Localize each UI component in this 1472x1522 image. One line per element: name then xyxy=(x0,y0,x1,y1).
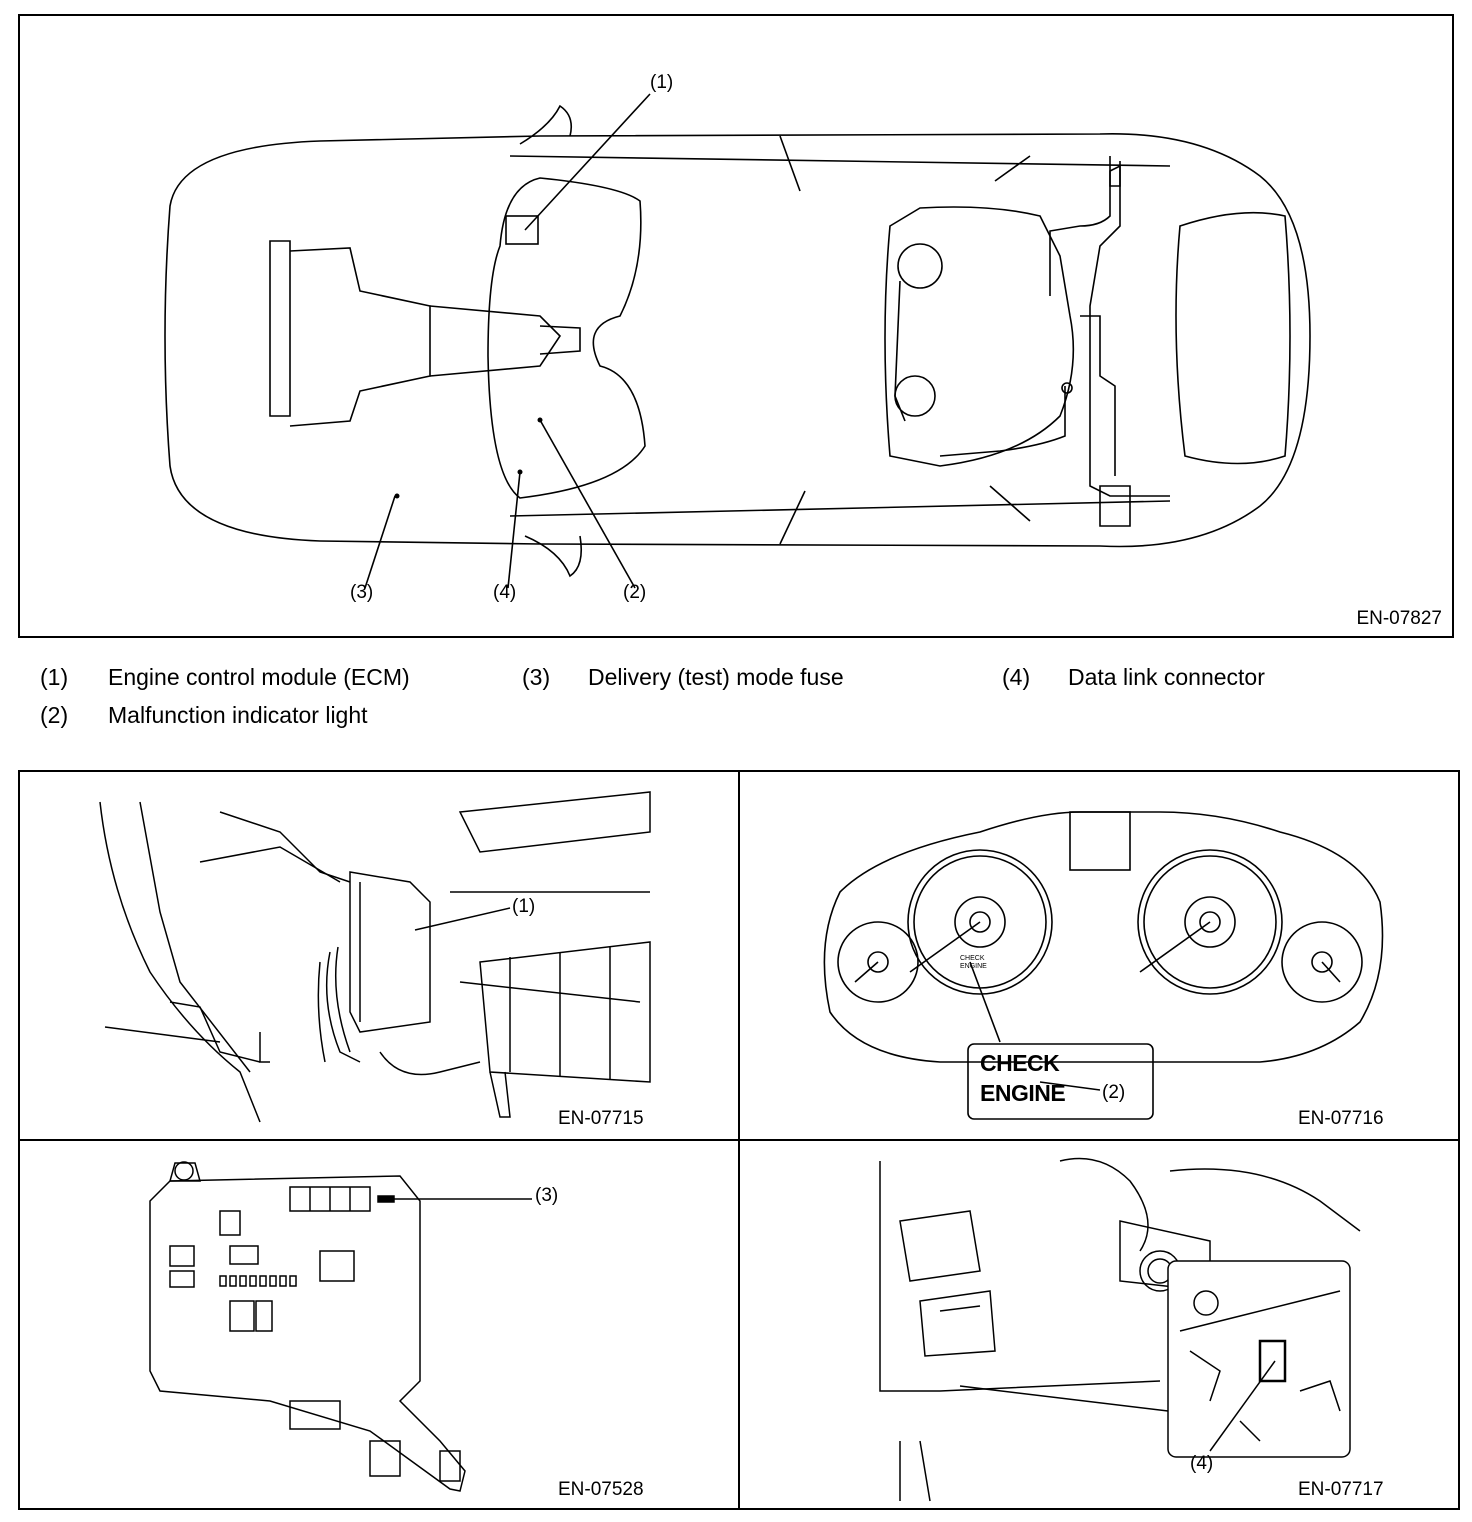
detail-views-grid: (1) EN-07715 xyxy=(18,770,1460,1510)
vehicle-overview-panel: (1) (3) (4) (2) EN-07827 xyxy=(18,14,1454,638)
callout-1-label: (1) xyxy=(650,72,674,93)
data-link-connector-drawing xyxy=(879,1157,1361,1502)
cluster-detail-panel: CHECK ENGINE CHECK ENGINE (2) EN-07716 xyxy=(740,772,1460,1139)
combination-meter-drawing: CHECK ENGINE xyxy=(823,811,1384,1120)
overview-figure-code: EN-07827 xyxy=(1356,608,1442,629)
callout-3-label: (3) xyxy=(350,582,374,603)
callout-4-label: (4) xyxy=(493,582,517,603)
cluster-figure-code: EN-07716 xyxy=(1298,1108,1384,1129)
vehicle-top-view-drawing xyxy=(164,93,1311,589)
legend-text-mil: Malfunction indicator light xyxy=(108,702,368,728)
fusebox-figure-code: EN-07528 xyxy=(558,1479,644,1500)
dlc-callout: (4) xyxy=(1190,1453,1214,1474)
check-engine-lamp-line2: ENGINE xyxy=(980,1080,1066,1106)
legend-num-2: (2) xyxy=(40,702,69,728)
dlc-location-dot xyxy=(517,469,523,475)
fuse-box-drawing xyxy=(149,1161,532,1492)
fusebox-detail-panel: (3) EN-07528 xyxy=(20,1141,738,1510)
legend: (1) Engine control module (ECM) (2) Malf… xyxy=(0,660,1472,740)
legend-text-dlc: Data link connector xyxy=(1068,664,1265,690)
check-engine-lamp-line1: CHECK xyxy=(980,1050,1060,1076)
ecm-detail-panel: (1) EN-07715 xyxy=(20,772,738,1139)
mil-location-dot xyxy=(537,417,543,423)
ecm-figure-code: EN-07715 xyxy=(558,1108,644,1129)
fuse-callout: (3) xyxy=(535,1185,559,1206)
fuse-location-dot xyxy=(394,493,400,499)
legend-num-4: (4) xyxy=(1002,664,1031,690)
ecm-location-drawing xyxy=(99,791,651,1123)
ecm-callout: (1) xyxy=(512,896,536,917)
dlc-figure-code: EN-07717 xyxy=(1298,1479,1384,1500)
legend-num-3: (3) xyxy=(522,664,551,690)
legend-text-ecm: Engine control module (ECM) xyxy=(108,664,410,690)
svg-text:ENGINE: ENGINE xyxy=(960,963,987,970)
legend-text-fuse: Delivery (test) mode fuse xyxy=(588,664,844,690)
mil-callout: (2) xyxy=(1102,1082,1126,1103)
callout-2-label: (2) xyxy=(623,582,647,603)
legend-num-1: (1) xyxy=(40,664,69,690)
grid-horizontal-divider xyxy=(20,1139,1458,1141)
dlc-detail-panel: (4) EN-07717 xyxy=(740,1141,1460,1510)
svg-text:CHECK: CHECK xyxy=(960,955,985,962)
